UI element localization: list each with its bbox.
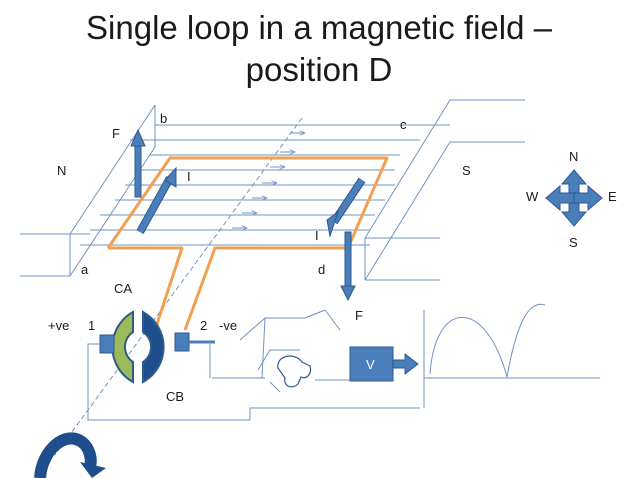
terminal-1-label: 1 xyxy=(88,318,96,333)
force-arrow-up xyxy=(130,128,146,198)
slide-title-line-1: Single loop in a magnetic field – xyxy=(86,9,552,46)
current-arrow-right xyxy=(326,177,366,238)
current-arrow-left xyxy=(136,166,177,234)
slide-title-line-2: position D xyxy=(245,51,393,88)
commutator-segment-a xyxy=(111,310,134,384)
lamp-icon xyxy=(277,355,312,388)
terminal-2-label: 2 xyxy=(200,318,208,333)
current-label-right: I xyxy=(315,228,319,243)
terminal-negative-label: -ve xyxy=(219,318,238,333)
corner-label-d: d xyxy=(318,262,326,277)
south-pole-label: S xyxy=(462,163,471,178)
south-pole-block xyxy=(364,99,525,281)
terminal-positive-label: +ve xyxy=(48,318,70,333)
force-label-left: F xyxy=(112,126,120,141)
compass-north-label: N xyxy=(569,149,579,164)
commutator-a-label: CA xyxy=(114,281,133,296)
output-waveform xyxy=(423,303,600,408)
brush-1 xyxy=(99,334,115,354)
conductor-loop xyxy=(106,156,389,331)
compass-rose-icon xyxy=(545,169,603,227)
force-arrow-down xyxy=(340,231,356,302)
force-label-right: F xyxy=(355,308,363,323)
corner-label-a: a xyxy=(81,262,89,277)
north-pole-label: N xyxy=(57,163,67,178)
commutator-b-label: CB xyxy=(166,389,185,404)
compass-south-label: S xyxy=(569,235,578,250)
corner-label-b: b xyxy=(160,111,168,126)
voltmeter-output-arrow xyxy=(392,352,419,376)
corner-label-c: c xyxy=(400,117,407,132)
commutator xyxy=(111,310,165,384)
axle-line xyxy=(54,117,303,456)
commutator-segment-b xyxy=(142,310,165,384)
compass-east-label: E xyxy=(608,189,617,204)
brush-2 xyxy=(174,332,190,352)
compass-west-label: W xyxy=(526,189,539,204)
voltmeter-label: V xyxy=(366,357,375,372)
rotation-arrow-icon xyxy=(34,432,106,478)
current-label-left: I xyxy=(187,169,191,184)
external-circuit-wires xyxy=(87,309,420,421)
